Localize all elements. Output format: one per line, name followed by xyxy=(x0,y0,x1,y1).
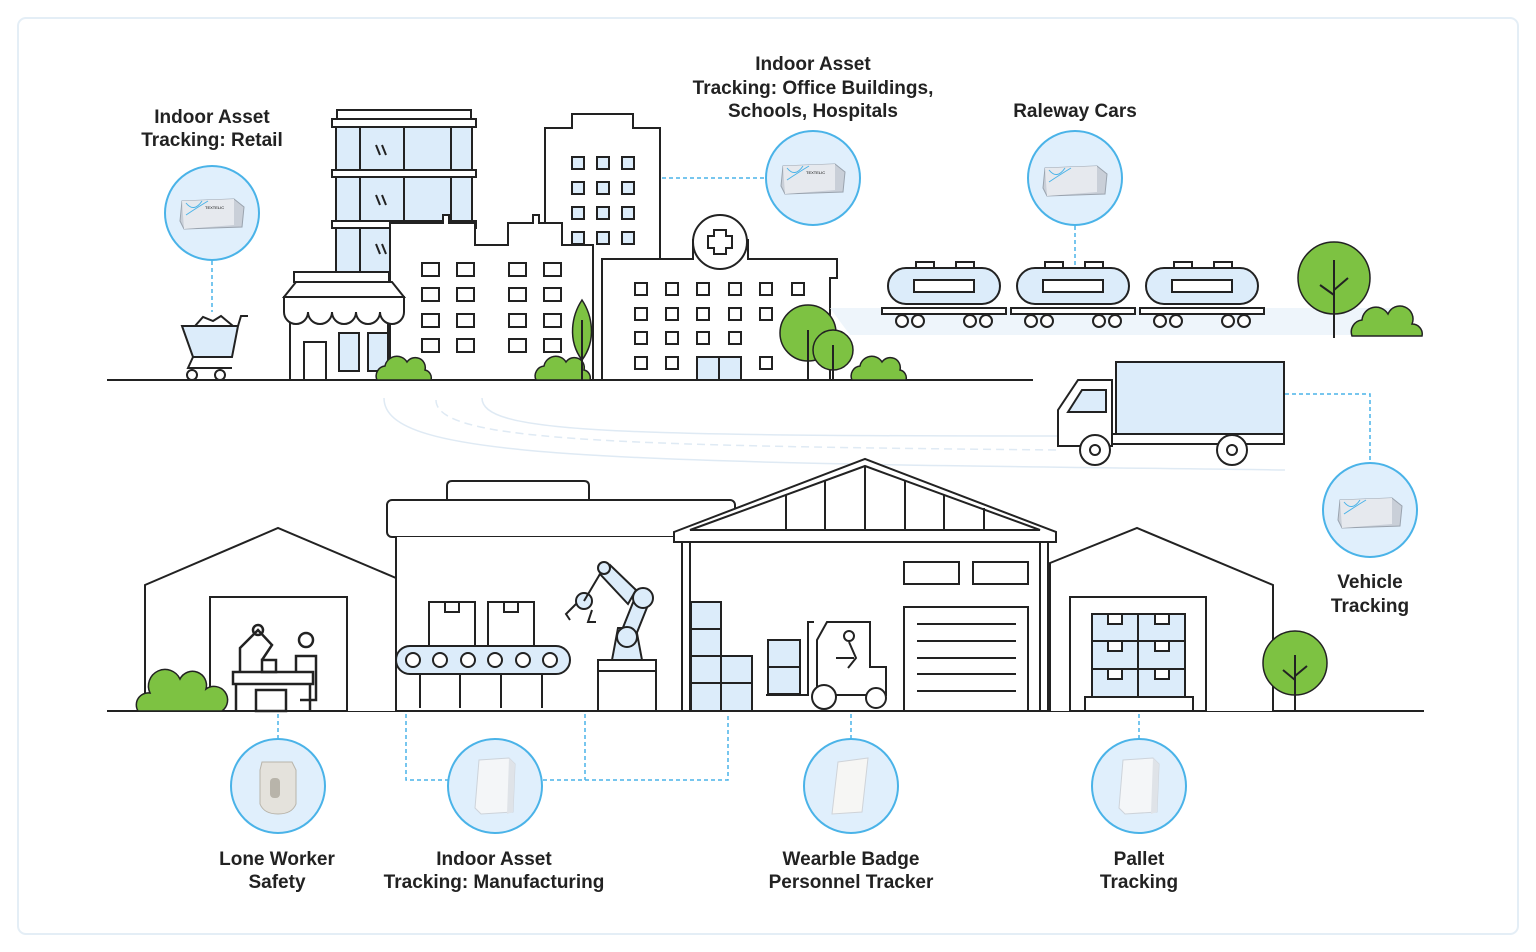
device-badge xyxy=(803,738,899,834)
device-office: TEXTELIC xyxy=(765,130,861,226)
label-rail: Raleway Cars xyxy=(1013,101,1137,122)
svg-text:TEXTELIC: TEXTELIC xyxy=(806,170,825,175)
device-lone-worker xyxy=(230,738,326,834)
retail-shop xyxy=(281,271,407,381)
pallet-shed xyxy=(1049,526,1328,712)
rail-car xyxy=(1010,261,1136,328)
svg-text:TEXTELIC: TEXTELIC xyxy=(205,205,224,210)
rail-car xyxy=(1139,261,1265,328)
lone-worker-shed xyxy=(135,526,397,713)
device-rail xyxy=(1027,130,1123,226)
robot-arm xyxy=(564,561,657,712)
rail-cars xyxy=(830,241,1423,338)
worker-at-conveyor-icon xyxy=(231,623,318,713)
apartment-building xyxy=(389,214,594,381)
upper-trees xyxy=(375,298,908,381)
shopping-cart-icon xyxy=(180,314,248,381)
rail-car xyxy=(881,261,1007,328)
device-manufacturing xyxy=(447,738,543,834)
medical-cross-icon xyxy=(707,229,733,255)
hospital-building xyxy=(601,214,838,381)
device-vehicle xyxy=(1322,462,1418,558)
frame xyxy=(17,17,1519,935)
device-retail: TEXTELIC xyxy=(164,165,260,261)
warehouse-building xyxy=(673,457,1057,712)
forklift-icon xyxy=(766,621,887,710)
roads xyxy=(383,397,1286,471)
delivery-truck xyxy=(1057,361,1285,466)
device-pallet xyxy=(1091,738,1187,834)
connector-lines xyxy=(211,177,1371,781)
